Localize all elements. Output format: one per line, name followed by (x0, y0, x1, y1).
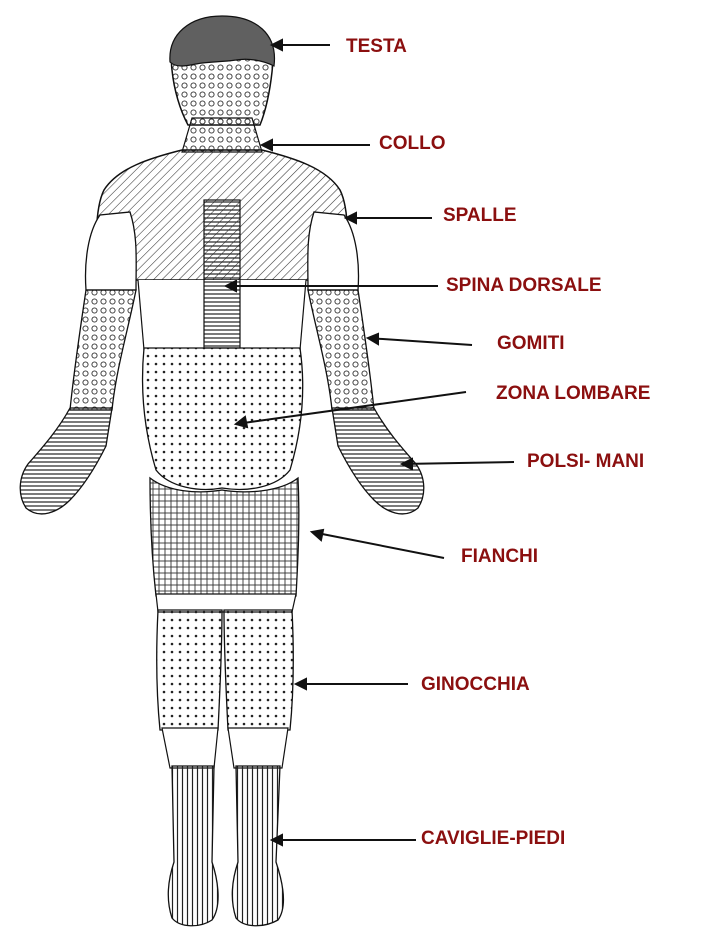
right-ankle (232, 766, 283, 926)
arrow-fianchi (312, 532, 444, 558)
hips (150, 478, 299, 596)
arrow-gomiti (368, 338, 472, 345)
label-zona-lombare: ZONA LOMBARE (496, 384, 650, 403)
right-elbow (308, 290, 374, 410)
label-fianchi: FIANCHI (461, 547, 538, 566)
label-collo: COLLO (379, 134, 446, 153)
left-calf (162, 728, 218, 768)
arrow-polsi (402, 462, 514, 464)
thighs (156, 594, 296, 612)
label-ginocchia: GINOCCHIA (421, 675, 530, 694)
right-upper-arm (308, 212, 359, 290)
label-spina-dorsale: SPINA DORSALE (446, 276, 602, 295)
left-upper-arm (86, 212, 137, 290)
hair (170, 16, 275, 66)
label-polsi-mani: POLSI- MANI (527, 452, 644, 471)
left-ankle (168, 766, 218, 926)
left-wrist (20, 408, 112, 514)
label-spalle: SPALLE (443, 206, 517, 225)
label-gomiti: GOMITI (497, 334, 565, 353)
label-caviglie-piedi: CAVIGLIE-PIEDI (421, 829, 565, 848)
right-calf (228, 728, 288, 768)
left-elbow (70, 290, 136, 410)
label-testa: TESTA (346, 37, 407, 56)
left-knee (157, 610, 222, 730)
neck (182, 118, 262, 152)
spine (204, 200, 240, 348)
right-knee (224, 610, 293, 730)
